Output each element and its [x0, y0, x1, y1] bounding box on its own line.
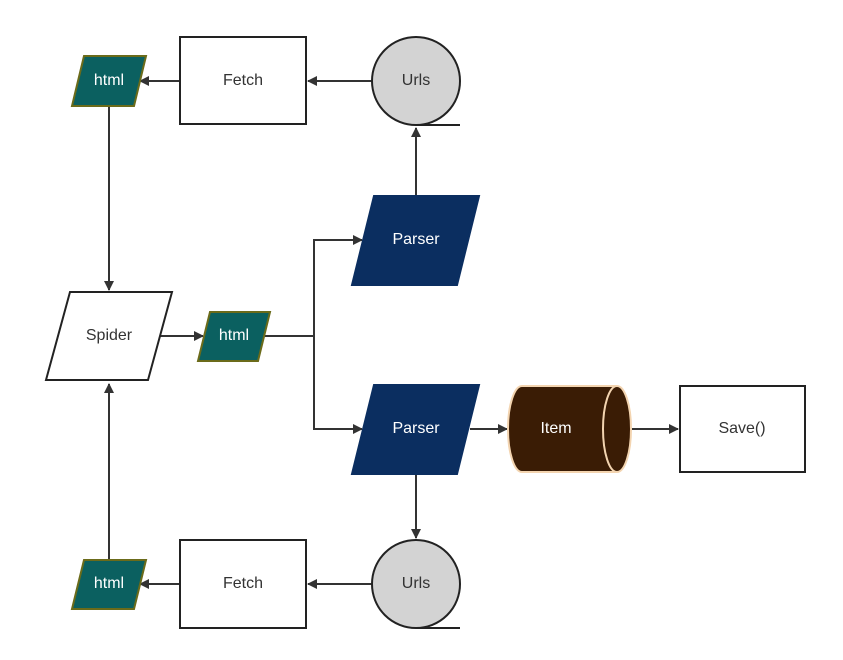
html-data-shape [70, 559, 148, 610]
item-label: Item [540, 420, 571, 437]
fetch-label: Fetch [223, 72, 263, 89]
save-box [679, 385, 806, 473]
save-label: Save() [718, 420, 765, 437]
html-node-top: html [70, 55, 148, 107]
html-label: html [94, 575, 124, 592]
html-node-bottom: html [70, 559, 148, 610]
urls-node-top: Urls [371, 36, 461, 126]
html-data-shape [196, 311, 272, 362]
fetch-node-bottom: Fetch [179, 539, 307, 629]
fetch-box [179, 36, 307, 125]
spider-node: Spider [44, 291, 174, 381]
edge-html-mid-to-parser-bottom [313, 336, 363, 434]
parser-shape [350, 195, 481, 286]
fetch-node-top: Fetch [179, 36, 307, 125]
urls-label: Urls [402, 72, 430, 89]
html-label: html [219, 327, 249, 344]
parser-node-bottom: Parser [350, 384, 481, 475]
urls-label: Urls [402, 575, 430, 592]
item-cylinder-rim [602, 385, 618, 473]
item-node: Item [507, 385, 632, 473]
parser-label: Parser [392, 420, 440, 437]
parser-shape [350, 384, 481, 475]
spider-shape [44, 291, 174, 381]
parser-node-top: Parser [350, 195, 481, 286]
spider-label: Spider [86, 327, 133, 344]
html-data-shape [70, 55, 148, 107]
urls-node-bottom: Urls [371, 539, 461, 629]
fetch-label: Fetch [223, 575, 263, 592]
parser-label: Parser [392, 231, 440, 248]
html-node-mid: html [196, 311, 272, 362]
fetch-box [179, 539, 307, 629]
save-node: Save() [679, 385, 806, 473]
edge-html-mid-to-parser-top [265, 235, 363, 337]
html-label: html [94, 72, 124, 89]
